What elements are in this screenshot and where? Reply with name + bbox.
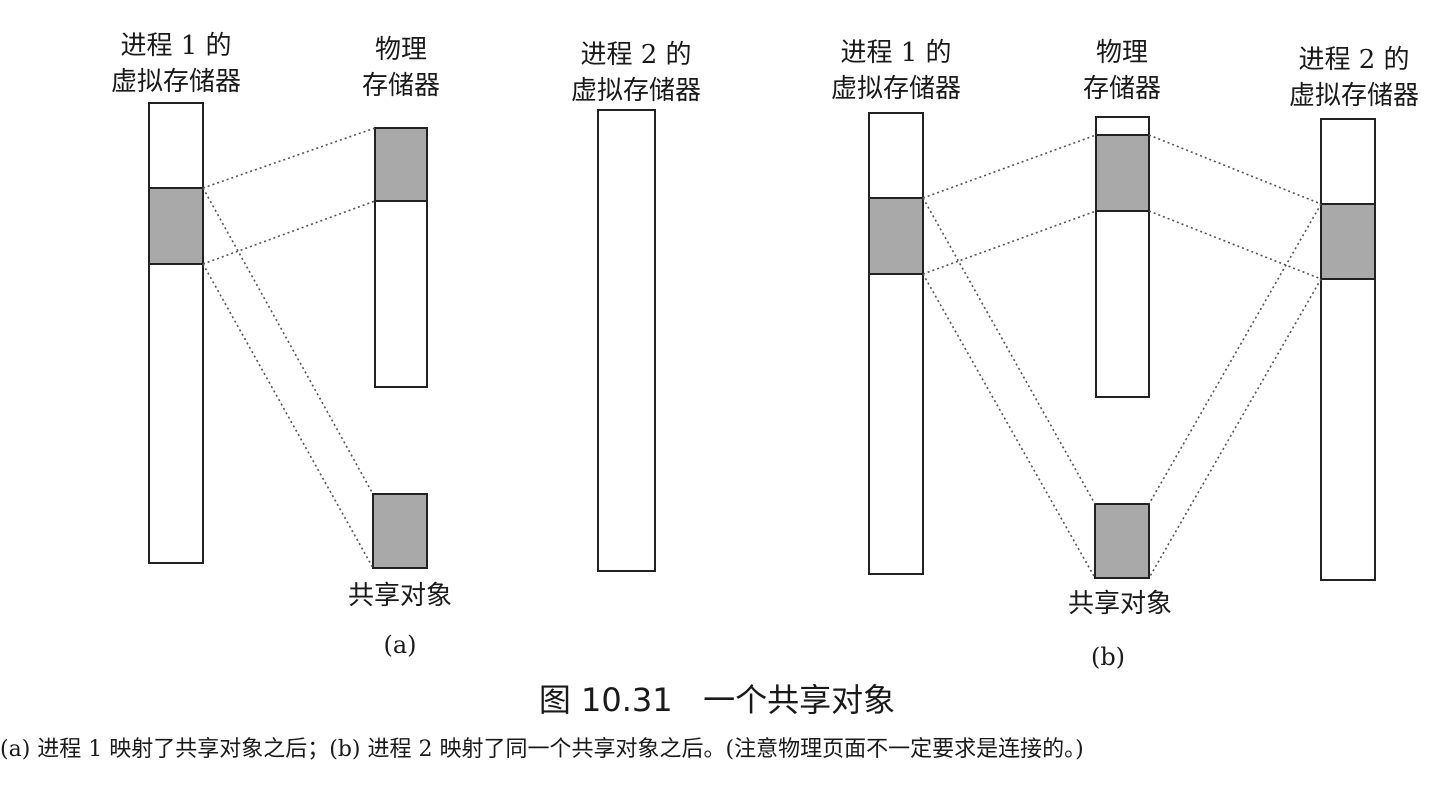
a-link-vm-phys-bottom	[202, 200, 376, 265]
b-phys-mem-label-line1: 物理	[1095, 38, 1148, 68]
b-proc2-vm-label: 进程 2 的 虚拟存储器	[1274, 42, 1434, 114]
a-link-vm-phys-top	[202, 127, 376, 189]
b-proc1-vm-label-line1: 进程 1 的	[840, 38, 952, 68]
a-proc2-vm-label-line1: 进程 2 的	[580, 40, 692, 70]
a-link-vm-obj-top	[202, 187, 374, 495]
a-proc1-shared-region	[148, 187, 204, 265]
a-proc2-vm-label-line2: 虚拟存储器	[570, 76, 701, 106]
b-phys-shared-pages	[1095, 134, 1150, 212]
a-proc2-vm-label: 进程 2 的 虚拟存储器	[556, 37, 716, 109]
b-sub-label: (b)	[1090, 643, 1126, 671]
b-phys-mem-label-line2: 存储器	[1082, 74, 1161, 104]
b-proc2-vm-label-line1: 进程 2 的	[1298, 45, 1410, 75]
b-proc1-vm-label: 进程 1 的 虚拟存储器	[816, 35, 976, 107]
a-link-vm-obj-bottom	[202, 263, 374, 569]
b-proc1-shared-region	[868, 197, 924, 275]
b-phys-mem-label: 物理 存储器	[1052, 35, 1192, 107]
a-proc1-vm-label-line1: 进程 1 的	[120, 31, 232, 61]
a-phys-mem-label-line1: 物理	[374, 35, 427, 65]
panel-a	[148, 102, 656, 572]
b-proc1-vm-bar	[868, 112, 924, 575]
a-proc1-vm-label: 进程 1 的 虚拟存储器	[96, 28, 256, 100]
a-shared-object-label: 共享对象	[347, 581, 452, 611]
b-link-p1-phys-bottom	[922, 210, 1097, 275]
panel-b	[868, 112, 1376, 581]
figure-title: 图 10.31 一个共享对象	[538, 681, 896, 719]
b-link-p2-phys-bottom	[1148, 210, 1322, 280]
b-proc1-vm-label-line2: 虚拟存储器	[830, 74, 961, 104]
a-shared-object-box	[372, 493, 428, 569]
a-sub-label: (a)	[383, 631, 417, 659]
a-proc1-vm-label-line2: 虚拟存储器	[110, 67, 241, 97]
figure-caption: (a) 进程 1 映射了共享对象之后；(b) 进程 2 映射了同一个共享对象之后…	[0, 737, 1084, 762]
b-link-p2-phys-top	[1148, 134, 1322, 205]
a-phys-mem-label-line2: 存储器	[361, 71, 440, 101]
a-phys-shared-pages	[374, 127, 428, 202]
a-proc2-vm-bar	[597, 109, 656, 572]
b-proc2-vm-bar	[1320, 118, 1376, 581]
a-proc1-vm-bar	[148, 102, 204, 564]
b-proc2-vm-label-line2: 虚拟存储器	[1288, 81, 1419, 111]
b-shared-object-box	[1094, 503, 1150, 579]
b-link-p1-obj-top	[922, 197, 1096, 505]
b-link-p1-phys-top	[922, 134, 1097, 199]
b-link-p2-obj-top	[1148, 203, 1322, 505]
b-shared-object-label: 共享对象	[1067, 589, 1172, 619]
b-proc2-shared-region	[1320, 203, 1376, 280]
b-link-p2-obj-bottom	[1148, 278, 1322, 579]
b-link-p1-obj-bottom	[922, 273, 1096, 579]
a-phys-mem-label: 物理 存储器	[331, 32, 471, 104]
